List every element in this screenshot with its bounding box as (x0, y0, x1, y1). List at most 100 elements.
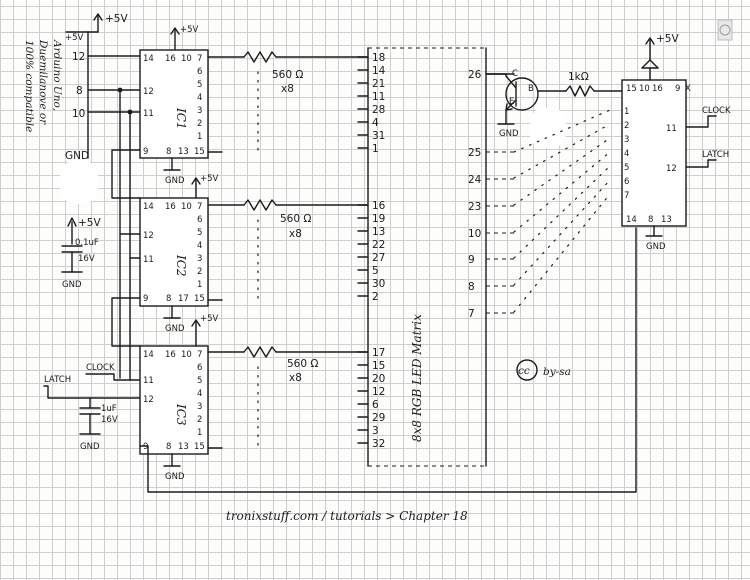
matrix-pin-15: 15 (372, 360, 385, 372)
matrix-pin-20: 20 (372, 373, 385, 385)
ic4-pin-7: 7 (624, 191, 629, 201)
ic4-pin-6: 6 (624, 177, 629, 187)
ic1-pin-2: 2 (197, 119, 202, 129)
matrix-pin-27: 27 (372, 252, 385, 264)
ic1-pin-15: 15 (194, 147, 205, 157)
ic4-clock-label: CLOCK (702, 106, 731, 116)
ic3-pin-6: 6 (197, 363, 202, 373)
matrix-title: 8x8 RGB LED Matrix (410, 314, 424, 442)
c2-gnd-label: GND (80, 442, 100, 452)
ic3-pin-1: 1 (197, 428, 202, 438)
ic3-gnd-label: GND (165, 472, 185, 482)
ic3-pin-8: 8 (166, 442, 171, 452)
ic4-pin-9: 9 (675, 84, 680, 94)
matrix-pin-3: 3 (372, 425, 379, 437)
ic4-x-mark: X (685, 84, 691, 94)
ic1-pin-13: 13 (178, 147, 189, 157)
arduino-label-line-3: 100% compatible (23, 40, 35, 132)
arduino-label-line-1: Arduino Uno, (51, 39, 63, 111)
ic2-pin-2: 2 (197, 267, 202, 277)
ic1-pin-11: 11 (143, 109, 154, 119)
ic4-pin-15: 15 (626, 84, 637, 94)
ic2-pin-9: 9 (143, 294, 148, 304)
ic1-pin-10: 10 (181, 54, 192, 64)
resistor-bank-1: 560 Ω x8 (207, 51, 369, 153)
ic3-pin-7: 7 (197, 350, 202, 360)
matrix-pin-9: 9 (468, 254, 475, 266)
ic2-pin-7: 7 (197, 202, 202, 212)
redaction-blot-right (530, 108, 566, 148)
ic4-pin-12: 12 (666, 164, 677, 174)
matrix-pin-10: 10 (468, 228, 481, 240)
matrix-pin-12: 12 (372, 386, 385, 398)
matrix-pin-6: 6 (372, 399, 379, 411)
ic3-pin-16: 16 (165, 350, 176, 360)
resistor-bank-3-mult: x8 (289, 372, 302, 384)
matrix-pin-17: 17 (372, 347, 385, 359)
matrix-pin-16: 16 (372, 200, 386, 212)
matrix-left-pin-group: 1814211128431116191322275302171520126293… (357, 52, 386, 450)
arduino-5v-arrow-label: +5V (105, 13, 128, 25)
arduino-gnd-label: GND (65, 150, 89, 162)
matrix-pin-24: 24 (468, 174, 482, 186)
ic1-pin-12: 12 (143, 87, 154, 97)
c2-value: 1uF (101, 404, 117, 414)
shift-register-ic2: +5V 14 12 11 9 16 10 7 6 5 4 3 2 1 8 17 … (139, 174, 219, 334)
ic1-pin-14: 14 (143, 54, 154, 64)
ic4-pin-10: 10 (639, 84, 650, 94)
c1-vcc-label: +5V (78, 217, 101, 229)
ic1-pin-3: 3 (197, 106, 202, 116)
ic4-pin-5: 5 (624, 163, 629, 173)
ic3-pin-14: 14 (143, 350, 154, 360)
ic4-pin-2: 2 (624, 121, 629, 131)
matrix-pin-4: 4 (372, 117, 379, 129)
ic1-pin-4: 4 (197, 93, 202, 103)
matrix-pin-23: 23 (468, 201, 481, 213)
arduino-pin-8: 8 (76, 85, 83, 97)
ic3-vcc-label: +5V (200, 314, 219, 324)
ic2-pin-16: 16 (165, 202, 176, 212)
clock-input-label: CLOCK (86, 363, 115, 373)
transistor-b-label: B (528, 84, 534, 94)
ic2-pin-6: 6 (197, 215, 202, 225)
matrix-to-ic4-links (513, 109, 611, 313)
footer-credit: tronixstuff.com / tutorials > Chapter 18 (226, 509, 468, 523)
matrix-pin-2: 2 (372, 291, 379, 303)
transistor-gnd-label: GND (499, 129, 519, 139)
ic2-name: IC2 (174, 254, 188, 277)
c1-value: 0.1uF (75, 238, 99, 248)
ic1-pin-1: 1 (197, 132, 202, 142)
ic4-gnd-label: GND (646, 242, 666, 252)
ic4-pin-16: 16 (652, 84, 663, 94)
matrix-pin-13: 13 (372, 226, 385, 238)
resistor-bank-1-value: 560 Ω (272, 69, 303, 81)
ic1-gnd-label: GND (165, 176, 185, 186)
ic3-pin-3: 3 (197, 402, 202, 412)
license-text: by-sa (543, 366, 571, 378)
ic2-pin-11: 11 (143, 255, 154, 265)
matrix-pin-25: 25 (468, 147, 481, 159)
ic4-pin-14: 14 (626, 215, 637, 225)
led-matrix: 8x8 RGB LED Matrix 181421112843111619132… (357, 47, 515, 467)
ic2-body (139, 197, 209, 307)
resistor-bank-3: 560 Ω x8 (207, 346, 369, 449)
matrix-pin-30: 30 (372, 278, 385, 290)
arduino-pin-12: 12 (72, 51, 85, 63)
ic3-pin-9: 9 (143, 442, 148, 452)
ic3-pin-11: 11 (143, 376, 154, 386)
matrix-pin-19: 19 (372, 213, 385, 225)
ic4-pin-3: 3 (624, 135, 629, 145)
ic4-latch-label: LATCH (702, 150, 729, 160)
ic4-pin-8: 8 (648, 215, 653, 225)
ic1-vcc-label: +5V (180, 25, 199, 35)
ic4-pin-11: 11 (666, 124, 677, 134)
ic2-pin-1: 1 (197, 280, 202, 290)
ic2-pin-15: 15 (194, 294, 205, 304)
ic2-pin-10: 10 (181, 202, 192, 212)
cc-badge-text: cc (518, 365, 530, 377)
arduino-vcc-label: +5V (65, 33, 84, 43)
hp-logo (717, 19, 733, 41)
ic3-pin-12: 12 (143, 395, 154, 405)
ic1-name: IC1 (174, 107, 188, 130)
ic3-pin-13: 13 (178, 442, 189, 452)
